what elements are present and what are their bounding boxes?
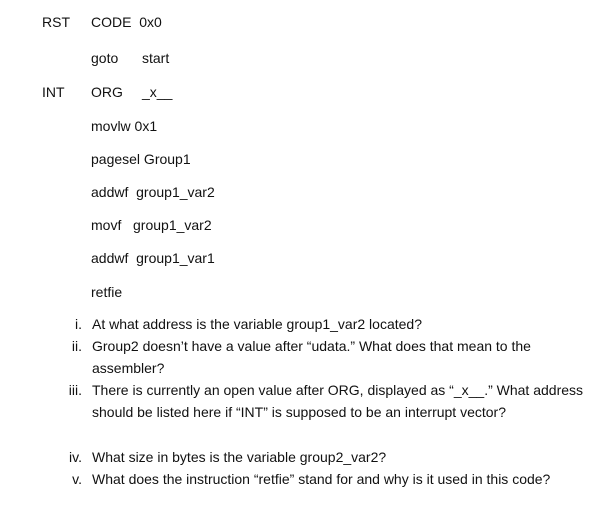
movlw-instruction: movlw 0x1 — [91, 118, 158, 134]
retfie-instruction: retfie — [91, 284, 123, 300]
pagesel-instruction: pagesel Group1 — [91, 151, 191, 167]
addwf-var1-instruction: addwf group1_var1 — [91, 250, 215, 266]
question-number: iv. — [69, 449, 82, 465]
rst-label: RST — [42, 14, 70, 30]
org-operand-blank: _x__ — [142, 84, 173, 100]
question-text: What does the instruction “retfie” stand… — [92, 471, 551, 487]
addwf-var2-instruction: addwf group1_var2 — [91, 184, 215, 200]
question-text: Group2 doesn’t have a value after “udata… — [92, 338, 531, 376]
goto-operand: start — [142, 50, 170, 66]
question-number: i. — [75, 316, 82, 332]
question-number: iii. — [68, 382, 82, 398]
int-label: INT — [42, 84, 65, 100]
question-text: There is currently an open value after O… — [92, 382, 584, 420]
code-directive: CODE 0x0 — [91, 14, 162, 30]
question-text: What size in bytes is the variable group… — [92, 449, 387, 465]
question-number: ii. — [71, 338, 82, 354]
org-directive: ORG — [91, 84, 123, 100]
question-text: At what address is the variable group1_v… — [92, 316, 422, 332]
movf-instruction: movf group1_var2 — [91, 217, 212, 233]
question-number: v. — [72, 471, 82, 487]
goto-instruction: goto — [91, 50, 119, 66]
